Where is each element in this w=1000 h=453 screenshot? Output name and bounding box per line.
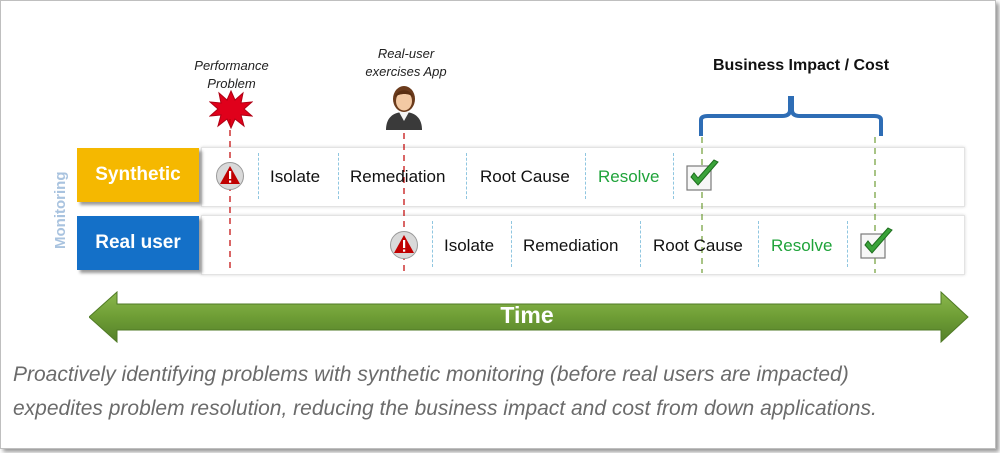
performance-problem-line1: Performance [194, 58, 269, 73]
caption-line-2: expedites problem resolution, reducing t… [13, 397, 877, 420]
real-user-step-isolate: Isolate [444, 236, 495, 255]
synthetic-track [201, 147, 965, 207]
synthetic-separator [338, 153, 339, 199]
synthetic-step-resolve: Resolve [598, 167, 660, 186]
checkmark-icon [686, 159, 719, 191]
brace-icon [699, 96, 883, 136]
warning-icon [216, 162, 244, 190]
caption-line-1: Proactively identifying problems with sy… [13, 363, 849, 386]
synthetic-row-label: Synthetic [77, 148, 199, 202]
synthetic-separator [585, 153, 586, 199]
synthetic-step-remediation: Remediation [350, 167, 446, 186]
time-arrow [89, 291, 969, 343]
real-user-line2: exercises App [365, 64, 447, 79]
real-user-separator [640, 221, 641, 267]
synthetic-separator [466, 153, 467, 199]
business-impact-title: Business Impact / Cost [712, 57, 890, 74]
synthetic-step-root-cause: Root Cause [480, 167, 570, 186]
real-user-separator [847, 221, 848, 267]
real-user-track [201, 215, 965, 275]
real-user-step-remediation: Remediation [523, 236, 619, 255]
checkmark-icon [860, 227, 893, 259]
performance-problem-line2: Problem [207, 76, 256, 91]
time-label: Time [500, 302, 554, 328]
real-user-line1: Real-user [377, 46, 435, 61]
warning-icon [390, 231, 418, 259]
real-user-step-root-cause: Root Cause [653, 236, 743, 255]
real-user-row-label: Real user [77, 216, 199, 270]
event-lines [229, 119, 876, 273]
explosion-icon [209, 89, 253, 129]
performance-problem-label: Performance Problem [179, 57, 284, 93]
real-user-separator [432, 221, 433, 267]
synthetic-separator [673, 153, 674, 199]
real-user-separator [511, 221, 512, 267]
real-user-separator [758, 221, 759, 267]
synthetic-step-isolate: Isolate [270, 167, 321, 186]
real-user-step-resolve: Resolve [771, 236, 833, 255]
real-user-exercises-label: Real-user exercises App [356, 45, 456, 81]
synthetic-separator [258, 153, 259, 199]
person-icon [386, 86, 422, 130]
